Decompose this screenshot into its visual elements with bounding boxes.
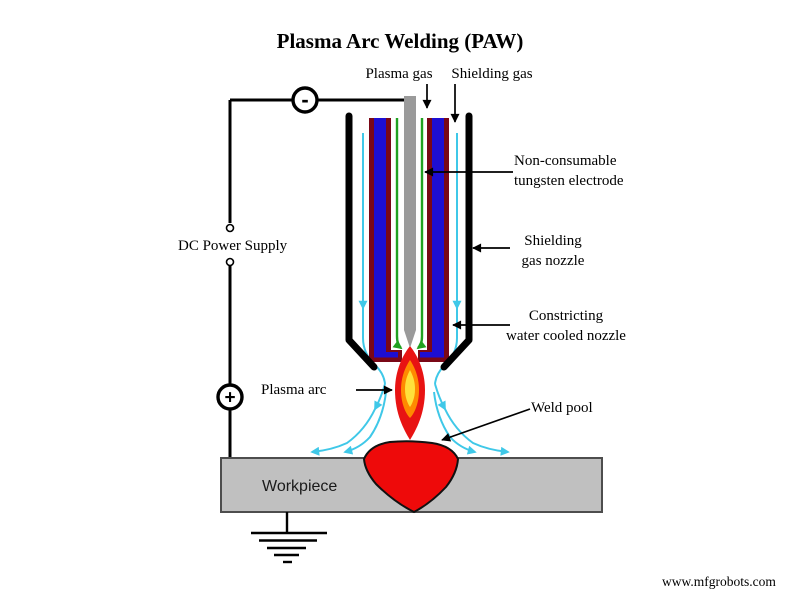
negative-sign: - [301, 87, 308, 112]
electrode-label: Non-consumable tungsten electrode [514, 153, 624, 189]
plasma-gas-line-left [392, 118, 403, 350]
plasma-gas-label: Plasma gas [365, 66, 433, 82]
water-channel-left [374, 118, 398, 358]
shielding-gas-nozzle-left [345, 112, 378, 371]
weld-pool [362, 440, 460, 514]
plasma-arc-label: Plasma arc [261, 382, 327, 398]
workpiece-label: Workpiece [262, 478, 338, 495]
positive-sign: + [224, 388, 235, 409]
torch [345, 96, 473, 371]
supply-terminal-top [225, 223, 235, 233]
page-title: Plasma Arc Welding (PAW) [276, 29, 524, 53]
shielding-gas-nozzle-right [440, 112, 473, 371]
watermark: www.mfgrobots.com [662, 574, 776, 589]
constricting-nozzle-label: Constricting water cooled nozzle [506, 308, 626, 344]
annotation-arrows [356, 84, 531, 442]
water-channel-right [420, 118, 444, 358]
plasma-arc-flame [395, 346, 425, 440]
shielding-gas-label: Shielding gas [451, 66, 533, 82]
positive-terminal: + [216, 383, 244, 411]
shielding-nozzle-label: Shielding gas nozzle [521, 233, 585, 269]
weld-pool-arrow [441, 408, 531, 442]
supply-terminal-bottom [225, 257, 235, 267]
ground-symbol [251, 512, 327, 564]
plasma-gas-line-right [416, 118, 427, 350]
weld-pool-label: Weld pool [531, 400, 593, 416]
dc-power-supply-label: DC Power Supply [178, 238, 288, 254]
negative-terminal: - [291, 86, 319, 114]
tungsten-electrode [404, 96, 416, 348]
